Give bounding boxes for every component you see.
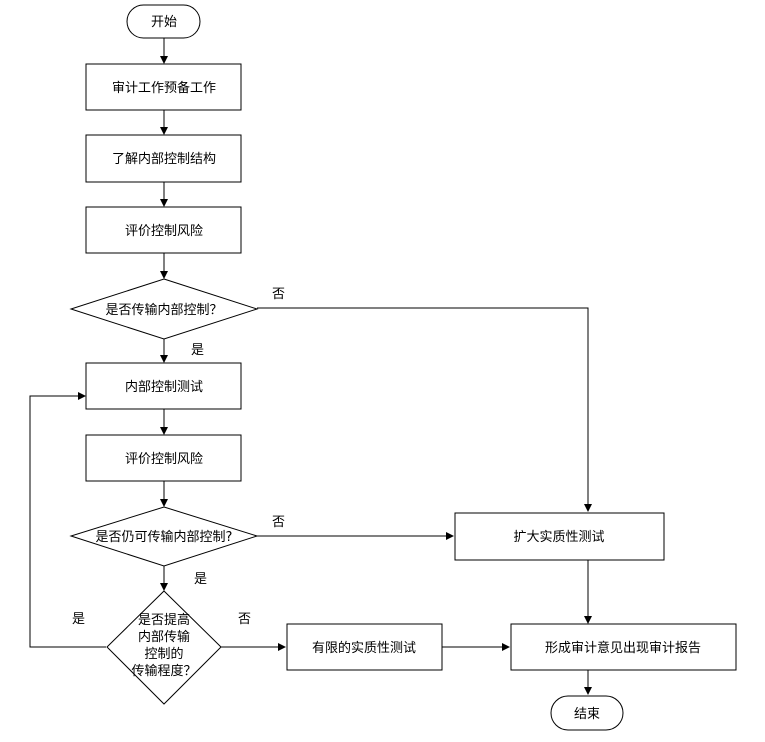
test-node-label: 内部控制测试: [125, 379, 203, 395]
decision1-node: 是否传输内部控制？: [69, 278, 259, 340]
decision1-yes-label: 是: [191, 343, 204, 358]
decision3-line-4: 传输程度？: [131, 663, 196, 679]
limited-node: 有限的实质性测试: [286, 623, 443, 671]
decision3-line-3: 控制的: [144, 646, 183, 662]
start-node-label: 开始: [151, 15, 177, 30]
decision1-no-label: 否: [272, 287, 285, 302]
decision3-no-label: 否: [238, 612, 251, 627]
test-node: 内部控制测试: [85, 362, 242, 410]
limited-node-label: 有限的实质性测试: [312, 640, 416, 656]
assess2-node-label: 评价控制风险: [125, 452, 203, 467]
decision3-line-1: 是否提高: [138, 612, 190, 628]
report-node-label: 形成审计意见出现审计报告: [545, 640, 701, 656]
assess1-node-label: 评价控制风险: [125, 224, 203, 239]
end-node-label: 结束: [574, 707, 600, 722]
expand-node: 扩大实质性测试: [454, 512, 665, 561]
expand-node-label: 扩大实质性测试: [513, 530, 604, 545]
decision2-node-label: 是否仍可传输内部控制?: [96, 529, 233, 545]
decision2-no-label: 否: [272, 515, 285, 530]
end-node: 结束: [550, 695, 624, 731]
report-node: 形成审计意见出现审计报告: [510, 623, 737, 671]
assess2-node: 评价控制风险: [85, 434, 242, 482]
decision1-node-label: 是否传输内部控制？: [105, 302, 222, 318]
prep-node: 审计工作预备工作: [85, 63, 242, 111]
decision3-yes-label: 是: [72, 612, 85, 627]
understand-node-label: 了解内部控制结构: [112, 151, 216, 167]
edge-decision1-no-to-expand: [257, 307, 592, 512]
decision3-node: 是否提高 内部传输 控制的 传输程度？: [106, 590, 222, 705]
edge-decision3-yes-loop-to-test: [29, 392, 106, 648]
understand-node: 了解内部控制结构: [85, 134, 242, 183]
decision3-line-2: 内部传输: [138, 629, 190, 645]
assess1-node: 评价控制风险: [85, 206, 242, 254]
start-node: 开始: [126, 4, 201, 39]
decision2-yes-label: 是: [194, 572, 207, 587]
decision2-node: 是否仍可传输内部控制?: [69, 506, 259, 567]
prep-node-label: 审计工作预备工作: [112, 80, 216, 96]
